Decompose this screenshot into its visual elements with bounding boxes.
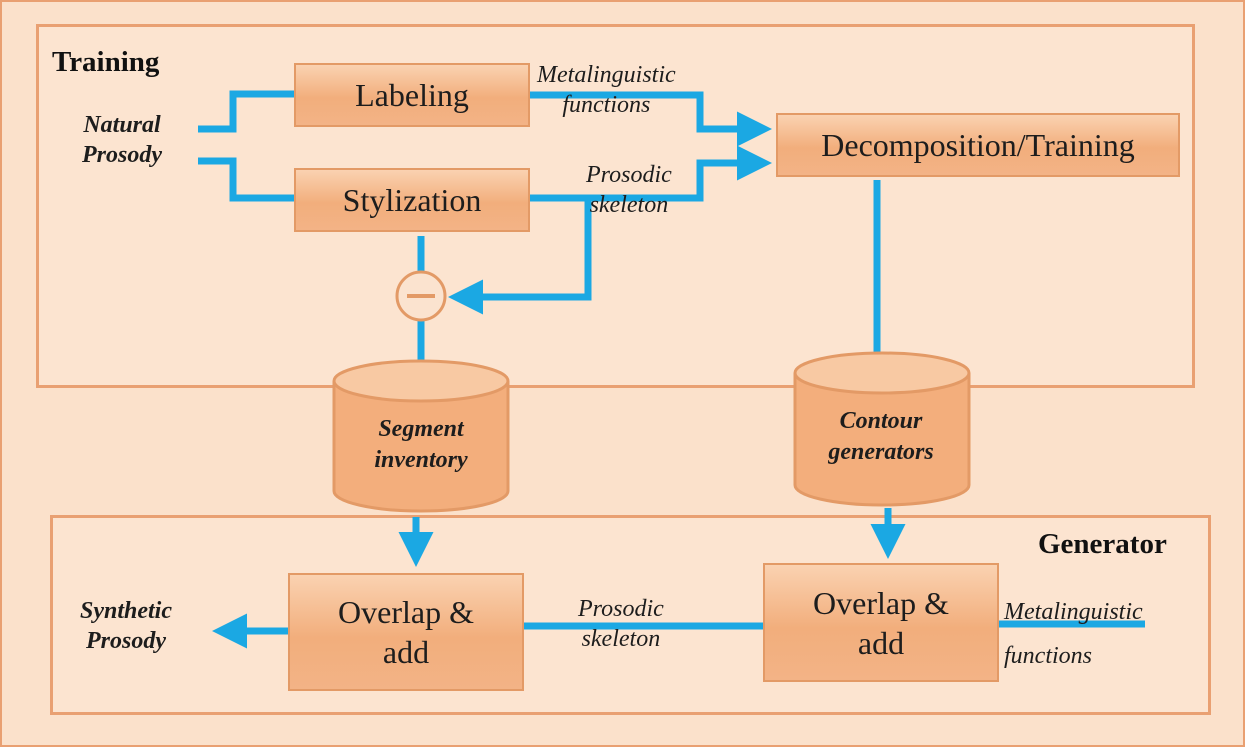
prosodic-skeleton-line1: Prosodic (586, 162, 672, 188)
overlap-left-line1: Overlap & (338, 594, 474, 630)
labeling-to-decomposition-arrow (530, 91, 772, 147)
generator-prosodic-skeleton-label: Prosodic skeleton (578, 594, 664, 654)
decomposition-label: Decomposition/Training (821, 127, 1135, 163)
segment-inventory-line1: Segment (378, 416, 464, 442)
segment-inventory-label: Segment inventory (341, 414, 501, 476)
segment-inventory-line2: inventory (374, 447, 468, 473)
segment-inventory-cylinder (332, 359, 510, 513)
decomposition-box: Decomposition/Training (776, 113, 1180, 177)
contour-generators-label: Contour generators (801, 406, 961, 468)
stylization-box: Stylization (294, 168, 530, 232)
contour-generators-cylinder (793, 351, 971, 507)
overlap-add-right-box: Overlap & add (763, 563, 999, 682)
overlap-left-line2: add (382, 634, 430, 670)
overlap-add-left-box: Overlap & add (288, 573, 524, 691)
synthetic-prosody-label: Synthetic Prosody (80, 596, 172, 656)
synthetic-prosody-line2: Prosody (86, 628, 166, 654)
synthetic-prosody-line1: Synthetic (80, 598, 173, 624)
overlap-right-line1: Overlap & (813, 584, 949, 621)
labeling-label: Labeling (355, 77, 469, 113)
labeling-box: Labeling (294, 63, 530, 127)
generator-metalinguistic-line2: functions (1004, 643, 1092, 669)
generator-metalinguistic-line1: Metalinguistic (1004, 599, 1143, 625)
metalinguistic-line2: functions (562, 92, 651, 118)
stylization-label: Stylization (342, 182, 482, 218)
skeleton-to-subtractor-arrow (448, 198, 592, 315)
generator-metalinguistic-label: Metalinguistic functions (1004, 590, 1143, 678)
generator-prosodic-line1: Prosodic (578, 596, 664, 622)
contour-generators-line1: Contour (839, 408, 923, 434)
stylization-to-decomposition-arrow (530, 145, 772, 202)
contour-generators-line2: generators (828, 439, 934, 465)
metalinguistic-line1: Metalinguistic (537, 62, 676, 88)
generator-title: Generator (1038, 528, 1167, 560)
natural-prosody-line2: Prosody (82, 142, 162, 168)
training-title: Training (52, 46, 160, 78)
input-to-stylization-connector (198, 157, 294, 202)
prosodic-skeleton-label: Prosodic skeleton (586, 160, 672, 220)
input-to-labeling-connector (198, 90, 294, 133)
prosodic-skeleton-line2: skeleton (589, 192, 669, 218)
generator-prosodic-line2: skeleton (581, 626, 661, 652)
overlap-right-line2: add (857, 624, 905, 661)
metalinguistic-functions-label: Metalinguistic functions (537, 60, 676, 120)
training-panel (36, 24, 1195, 388)
natural-prosody-label: Natural Prosody (82, 110, 162, 170)
natural-prosody-line1: Natural (83, 112, 161, 138)
